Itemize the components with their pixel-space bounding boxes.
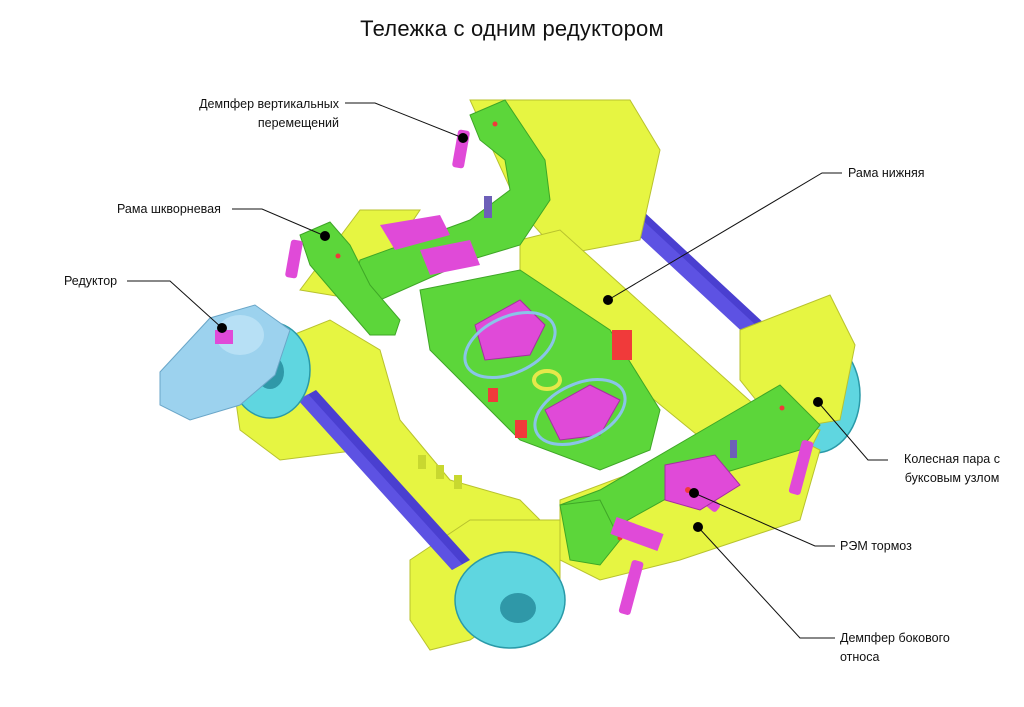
label-wheelset-line2: буксовым узлом [904,471,1000,485]
label-lower-frame: Рама нижняя [848,166,925,180]
leader-lower-frame [607,172,842,301]
label-damper-vertical: Демпфер вертикальных перемещений [199,95,339,133]
bolts [484,196,737,458]
diagram-title: Тележка с одним редуктором [360,16,664,41]
leader-bolster-frame [232,208,326,237]
leader-damper-vertical [345,102,464,139]
label-damper-vertical-line1: Демпфер вертикальных [199,97,339,111]
label-damper-lateral-line1: Демпфер бокового [840,631,950,645]
rem-brake [610,454,741,552]
leader-wheelset [817,401,888,461]
label-wheelset-line1: Колесная пара с [904,452,1000,466]
axle-front [298,390,470,570]
leader-dots [217,133,823,532]
label-damper-lateral: Демпфер бокового относа [840,629,950,667]
leader-lines [127,102,888,639]
label-damper-lateral-line2: относа [840,650,880,664]
wheel-front-bottom [454,551,566,649]
label-bolster-frame: Рама шкворневая [117,202,221,216]
leader-gearbox [127,280,223,329]
label-wheelset: Колесная пара с буксовым узлом [893,450,1011,488]
leader-damper-lateral [697,526,835,639]
label-gearbox: Редуктор [64,274,118,288]
label-rem-brake: РЭМ тормоз [840,539,912,553]
gearbox [159,304,291,421]
center-plate [419,269,661,471]
label-damper-vertical-line2: перемещений [257,116,339,130]
leader-rem-brake [693,492,835,547]
